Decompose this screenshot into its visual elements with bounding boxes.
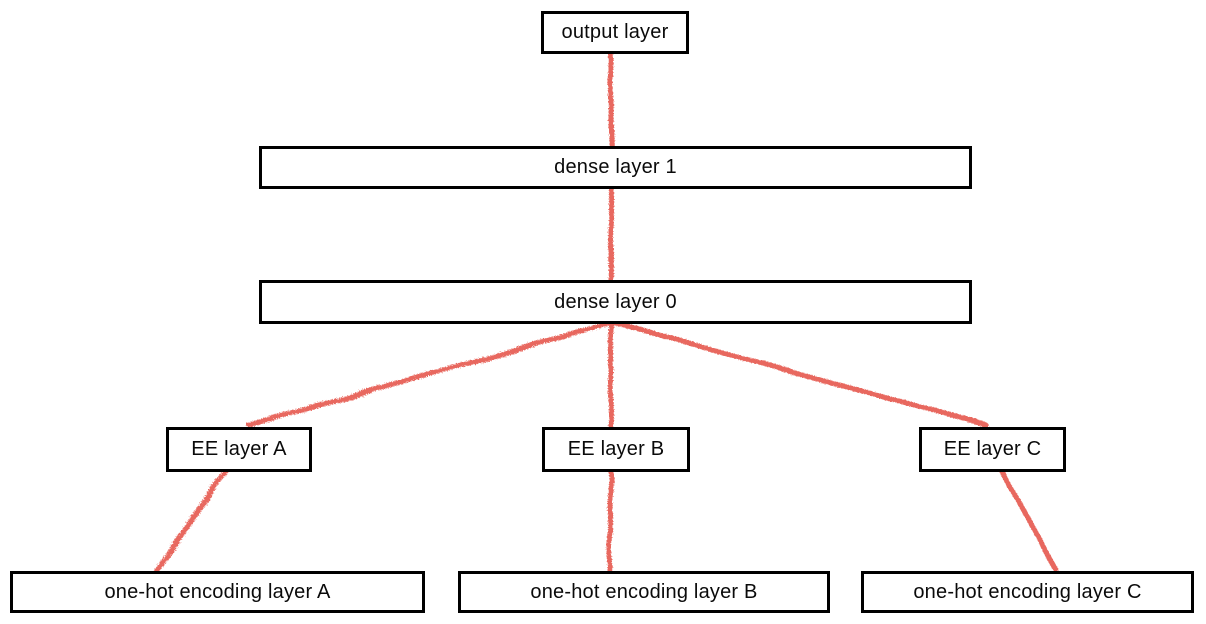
node-label: EE layer A <box>191 438 287 460</box>
node-one-hot-encoding-layer-a: one-hot encoding layer A <box>10 571 425 613</box>
node-ee-layer-a: EE layer A <box>166 427 312 472</box>
edge-dense0-ee-a <box>247 319 612 429</box>
node-dense-layer-1: dense layer 1 <box>259 146 972 189</box>
edge-ee-a-onehot-a <box>152 468 229 574</box>
node-label: output layer <box>561 21 669 43</box>
node-one-hot-encoding-layer-c: one-hot encoding layer C <box>861 571 1194 613</box>
node-label: EE layer C <box>943 438 1042 460</box>
node-output-layer: output layer <box>541 11 689 54</box>
node-ee-layer-c: EE layer C <box>919 427 1066 472</box>
node-one-hot-encoding-layer-b: one-hot encoding layer B <box>458 571 830 613</box>
node-dense-layer-0: dense layer 0 <box>259 280 972 324</box>
node-label: dense layer 1 <box>554 156 677 178</box>
node-label: EE layer B <box>567 438 665 460</box>
node-label: one-hot encoding layer A <box>104 580 331 603</box>
node-label: one-hot encoding layer B <box>530 580 758 603</box>
node-label: dense layer 0 <box>554 290 677 313</box>
edge-dense0-ee-c <box>610 319 989 428</box>
edge-ee-c-onehot-c <box>999 468 1059 573</box>
node-ee-layer-b: EE layer B <box>542 427 690 472</box>
node-label: one-hot encoding layer C <box>913 580 1142 603</box>
